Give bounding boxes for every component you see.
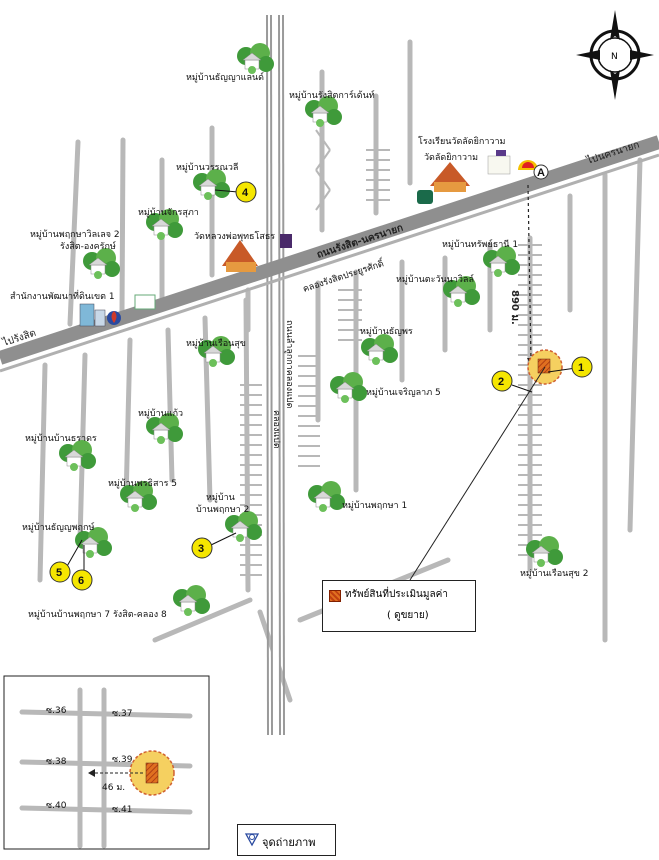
place-label-line: หมู่บ้านพฤกษาวิลเลจ 2 [30,229,120,240]
photo-point-1-label: 1 [578,362,584,374]
distance-label: 890 ม. [509,290,520,325]
inset-distance-label: 46 ม. [102,783,125,793]
station-sign-icon: A [533,164,549,180]
village-icons [58,42,564,617]
legend-title: ทรัพย์สินที่ประเมินมูลค่า [345,589,448,600]
place-label: หมู่บ้านธัญญพฤกษ์ [22,521,95,533]
place-labels: หมู่บ้านธัญญาแลนด์ หมู่บ้านรังสิตการ์เด้… [10,71,588,620]
place-label-line: รังสิต-องครักษ์ [60,240,116,252]
photo-point-5-label: 5 [56,567,62,579]
place-label: หมู่บ้านแก้ว [138,408,183,419]
compass-label: N [611,52,618,62]
inset-soi-label: ซ.40 [46,801,67,811]
place-label: หมู่บ้านบ้านธราดร [25,433,97,444]
place-label: หมู่บ้านพฤกษา 1 [342,500,407,511]
inset-soi-label: ซ.36 [46,706,67,716]
inset-soi-label: ซ.41 [112,805,132,815]
place-label: หมู่บ้านธัญพร [360,326,413,337]
vertical-main-road [266,14,285,736]
place-label: โรงเรียนวัดลัดยิกาวาม [418,136,506,147]
photo-point-markers: 1 2 3 4 5 6 [49,181,593,591]
place-label: สำนักงานพัฒนาที่ดินเขต 1 [10,289,115,302]
place-label: หมู่บ้านบ้านพฤกษา 7 รังสิต-คลอง 8 [28,609,167,620]
station-sign-label: A [537,167,545,179]
place-label: หมู่บ้านรังสิตการ์เด้นท์ [289,89,375,101]
photo-point-1: 1 [547,356,593,378]
photo-point-2-label: 2 [498,376,504,388]
temple-icon [222,162,470,272]
photo-point-6-label: 6 [78,575,84,587]
photo-point-legend-label: จุดถ่ายภาพ [262,836,316,849]
legend-subtitle: ( ดูขยาย) [387,610,429,621]
place-label: หมู่บ้านเรือนสุข [186,338,246,349]
place-label-line: บ้านพฤกษา 2 [196,504,249,515]
road-label-vertical-canal: คลองแปด [271,410,281,449]
property-legend: ทรัพย์สินที่ประเมินมูลค่า ( ดูขยาย) [322,580,476,632]
property-swatch-icon [329,590,341,602]
photo-point-legend: จุดถ่ายภาพ [237,824,336,856]
landmark-icons [79,150,538,327]
inset-soi-label: ซ.39 [112,755,133,765]
place-label: วัดหลวงพ่อพุทธโสธร [194,231,275,242]
place-label: หมู่บ้านบ้านพฤกษา 2 [196,492,249,515]
place-label: หมู่บ้านจักรสุภา [138,207,199,218]
place-label: วัดลัดยิกาวาม [424,152,478,163]
photo-point-4-label: 4 [242,187,249,199]
place-label: หมู่บ้านเจริญลาภ 5 [366,387,441,398]
photo-point-4: 4 [214,181,257,203]
road-label-vertical: ถนนลำลูกกาคลองแปด [284,320,295,409]
place-label: หมู่บ้านทรัพย์ธานี 1 [442,238,518,250]
legend-leader-line [409,366,546,581]
inset-map: ซ.36 ซ.37 ซ.38 ซ.39 ซ.40 ซ.41 46 ม. [3,675,210,850]
inset-soi-label: ซ.38 [46,757,67,767]
place-label: หมู่บ้านเรือนสุข 2 [520,568,588,579]
photo-point-3: 3 [191,532,237,559]
place-label: หมู่บ้านพรธิสาร 5 [108,478,177,489]
photo-point-5: 5 [49,539,83,583]
place-label: หมู่บ้านธัญญาแลนด์ [186,71,264,83]
photo-point-2: 2 [491,370,533,393]
compass-icon: N [576,10,654,100]
inset-soi-label: ซ.37 [112,709,132,719]
camera-point-icon [244,833,260,847]
place-label: หมู่บ้านตะวันนาวิลล์ [396,273,474,285]
place-label-line: หมู่บ้าน [206,492,235,503]
photo-point-3-label: 3 [198,543,204,555]
place-label: หมู่บ้านวรรณวลี [176,162,238,173]
photo-point-6: 6 [71,545,93,591]
